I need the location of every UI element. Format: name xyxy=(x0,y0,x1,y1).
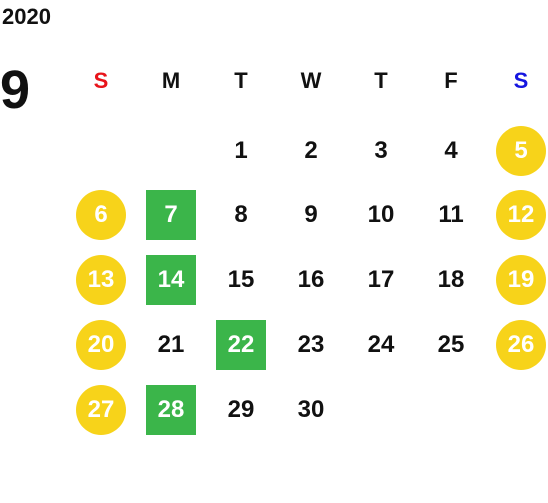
day-cell: 19 xyxy=(496,255,546,305)
day-cell: 24 xyxy=(367,331,395,358)
day-cell: 17 xyxy=(367,266,395,293)
day-cell: 2 xyxy=(304,137,318,164)
day-cell: 16 xyxy=(297,266,325,293)
day-cell: 30 xyxy=(297,396,325,423)
day-cell: 25 xyxy=(437,331,465,358)
day-cell: 22 xyxy=(216,320,266,370)
day-cell: 14 xyxy=(146,255,196,305)
day-cell: 26 xyxy=(496,320,546,370)
day-cell: 18 xyxy=(437,266,465,293)
weekday-label: S xyxy=(93,68,109,93)
day-cell: 1 xyxy=(234,137,248,164)
day-cell: 7 xyxy=(146,190,196,240)
day-cell: 28 xyxy=(146,385,196,435)
month-number: 9 xyxy=(0,60,31,120)
day-cell: 23 xyxy=(297,331,325,358)
weekday-label: F xyxy=(444,68,458,93)
day-cell: 10 xyxy=(367,201,395,228)
day-cell: 8 xyxy=(234,201,248,228)
day-cell: 13 xyxy=(76,255,126,305)
day-cell: 27 xyxy=(76,385,126,435)
day-cell: 20 xyxy=(76,320,126,370)
day-cell: 15 xyxy=(227,266,255,293)
day-cell: 9 xyxy=(304,201,318,228)
year-label: 2020 xyxy=(2,4,51,29)
weekday-label: M xyxy=(161,68,181,93)
day-cell: 21 xyxy=(157,331,185,358)
weekday-label: T xyxy=(234,68,248,93)
weekday-label: T xyxy=(374,68,388,93)
weekday-label: S xyxy=(513,68,529,93)
day-cell: 3 xyxy=(374,137,388,164)
weekday-label: W xyxy=(300,68,322,93)
day-cell: 12 xyxy=(496,190,546,240)
day-cell: 6 xyxy=(76,190,126,240)
day-cell: 29 xyxy=(227,396,255,423)
day-cell: 11 xyxy=(438,201,464,228)
day-cell: 4 xyxy=(444,137,458,164)
day-cell: 5 xyxy=(496,126,546,176)
